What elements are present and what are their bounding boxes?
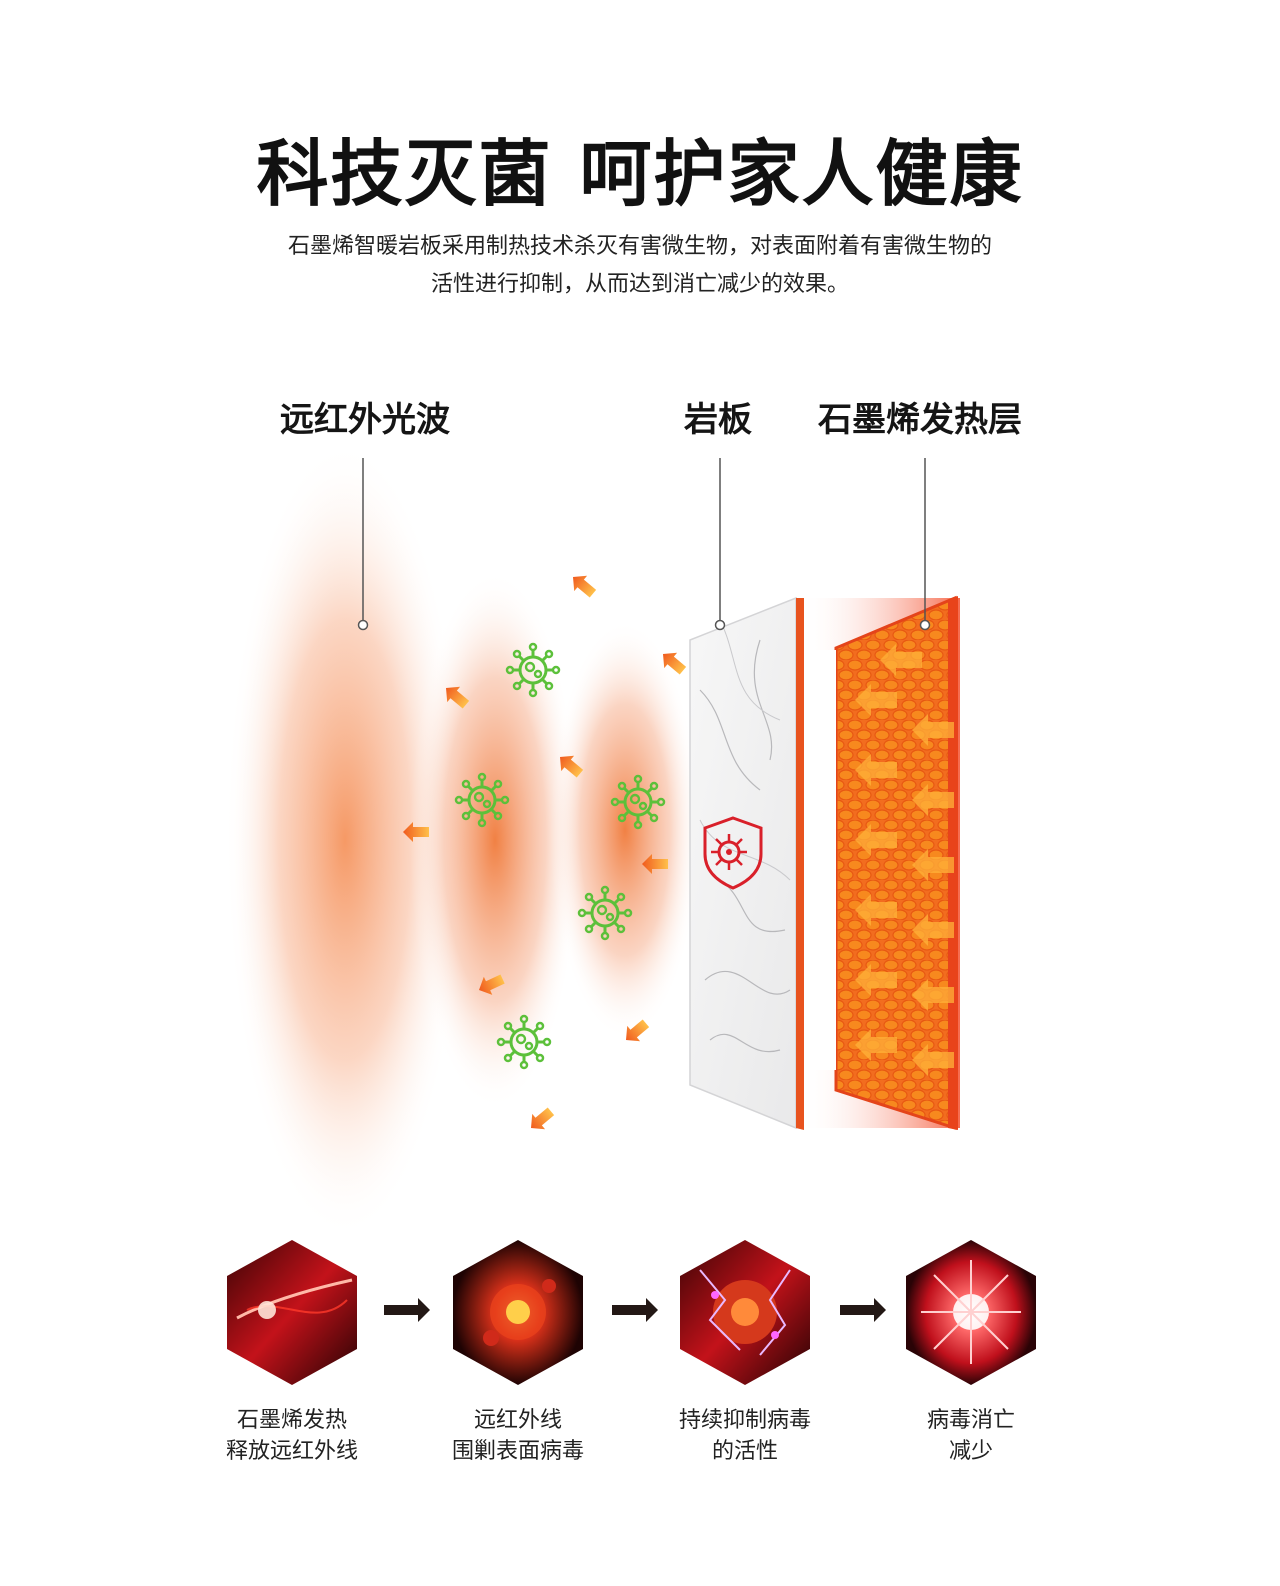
label-graphene-layer: 石墨烯发热层 (818, 400, 1022, 440)
virus-icon (505, 642, 561, 698)
step-arrows (384, 1298, 886, 1322)
graphene-heating-layer (800, 595, 958, 1131)
virus-icon (610, 774, 666, 830)
step-4-line-1: 病毒消亡 (926, 1408, 1015, 1433)
step-1-caption: 石墨烯发热 释放远红外线 (172, 1405, 412, 1467)
description-line-2: 活性进行抑制，从而达到消亡减少的效果。 (430, 272, 849, 297)
step-arrow-icon (840, 1298, 886, 1322)
step-2-caption: 远红外线 围剿表面病毒 (398, 1405, 638, 1467)
step-arrow-icon (384, 1298, 430, 1322)
step-2-image (453, 1240, 583, 1385)
step-2-line-1: 远红外线 (473, 1408, 562, 1433)
page-title: 科技灭菌 呵护家人健康 (256, 132, 1024, 216)
leader-lines (357, 458, 931, 631)
description: 石墨烯智暖岩板采用制热技术杀灭有害微生物，对表面附着有害微生物的 活性进行抑制，… (0, 228, 1280, 304)
step-2-line-2: 围剿表面病毒 (451, 1439, 584, 1464)
step-1-line-2: 释放远红外线 (225, 1439, 358, 1464)
shield-virus-icon (703, 816, 763, 890)
step-4-line-2: 减少 (948, 1439, 993, 1464)
step-4-caption: 病毒消亡 减少 (851, 1405, 1091, 1467)
step-arrow-icon (612, 1298, 658, 1322)
step-1-image (227, 1240, 357, 1385)
step-3-caption: 持续抑制病毒 的活性 (625, 1405, 865, 1467)
step-1-line-1: 石墨烯发热 (236, 1408, 347, 1433)
step-4-image (906, 1240, 1036, 1385)
label-far-infrared: 远红外光波 (280, 400, 450, 440)
step-3-image (680, 1240, 810, 1385)
virus-icon (454, 772, 510, 828)
slate-panel (689, 596, 804, 1130)
virus-icon (496, 1014, 552, 1070)
step-3-line-1: 持续抑制病毒 (678, 1408, 811, 1433)
step-3-line-2: 的活性 (711, 1439, 778, 1464)
far-infrared-waves (225, 440, 700, 1240)
virus-icon (577, 885, 633, 941)
label-slate: 岩板 (684, 400, 752, 440)
description-line-1: 石墨烯智暖岩板采用制热技术杀灭有害微生物，对表面附着有害微生物的 (287, 234, 992, 259)
